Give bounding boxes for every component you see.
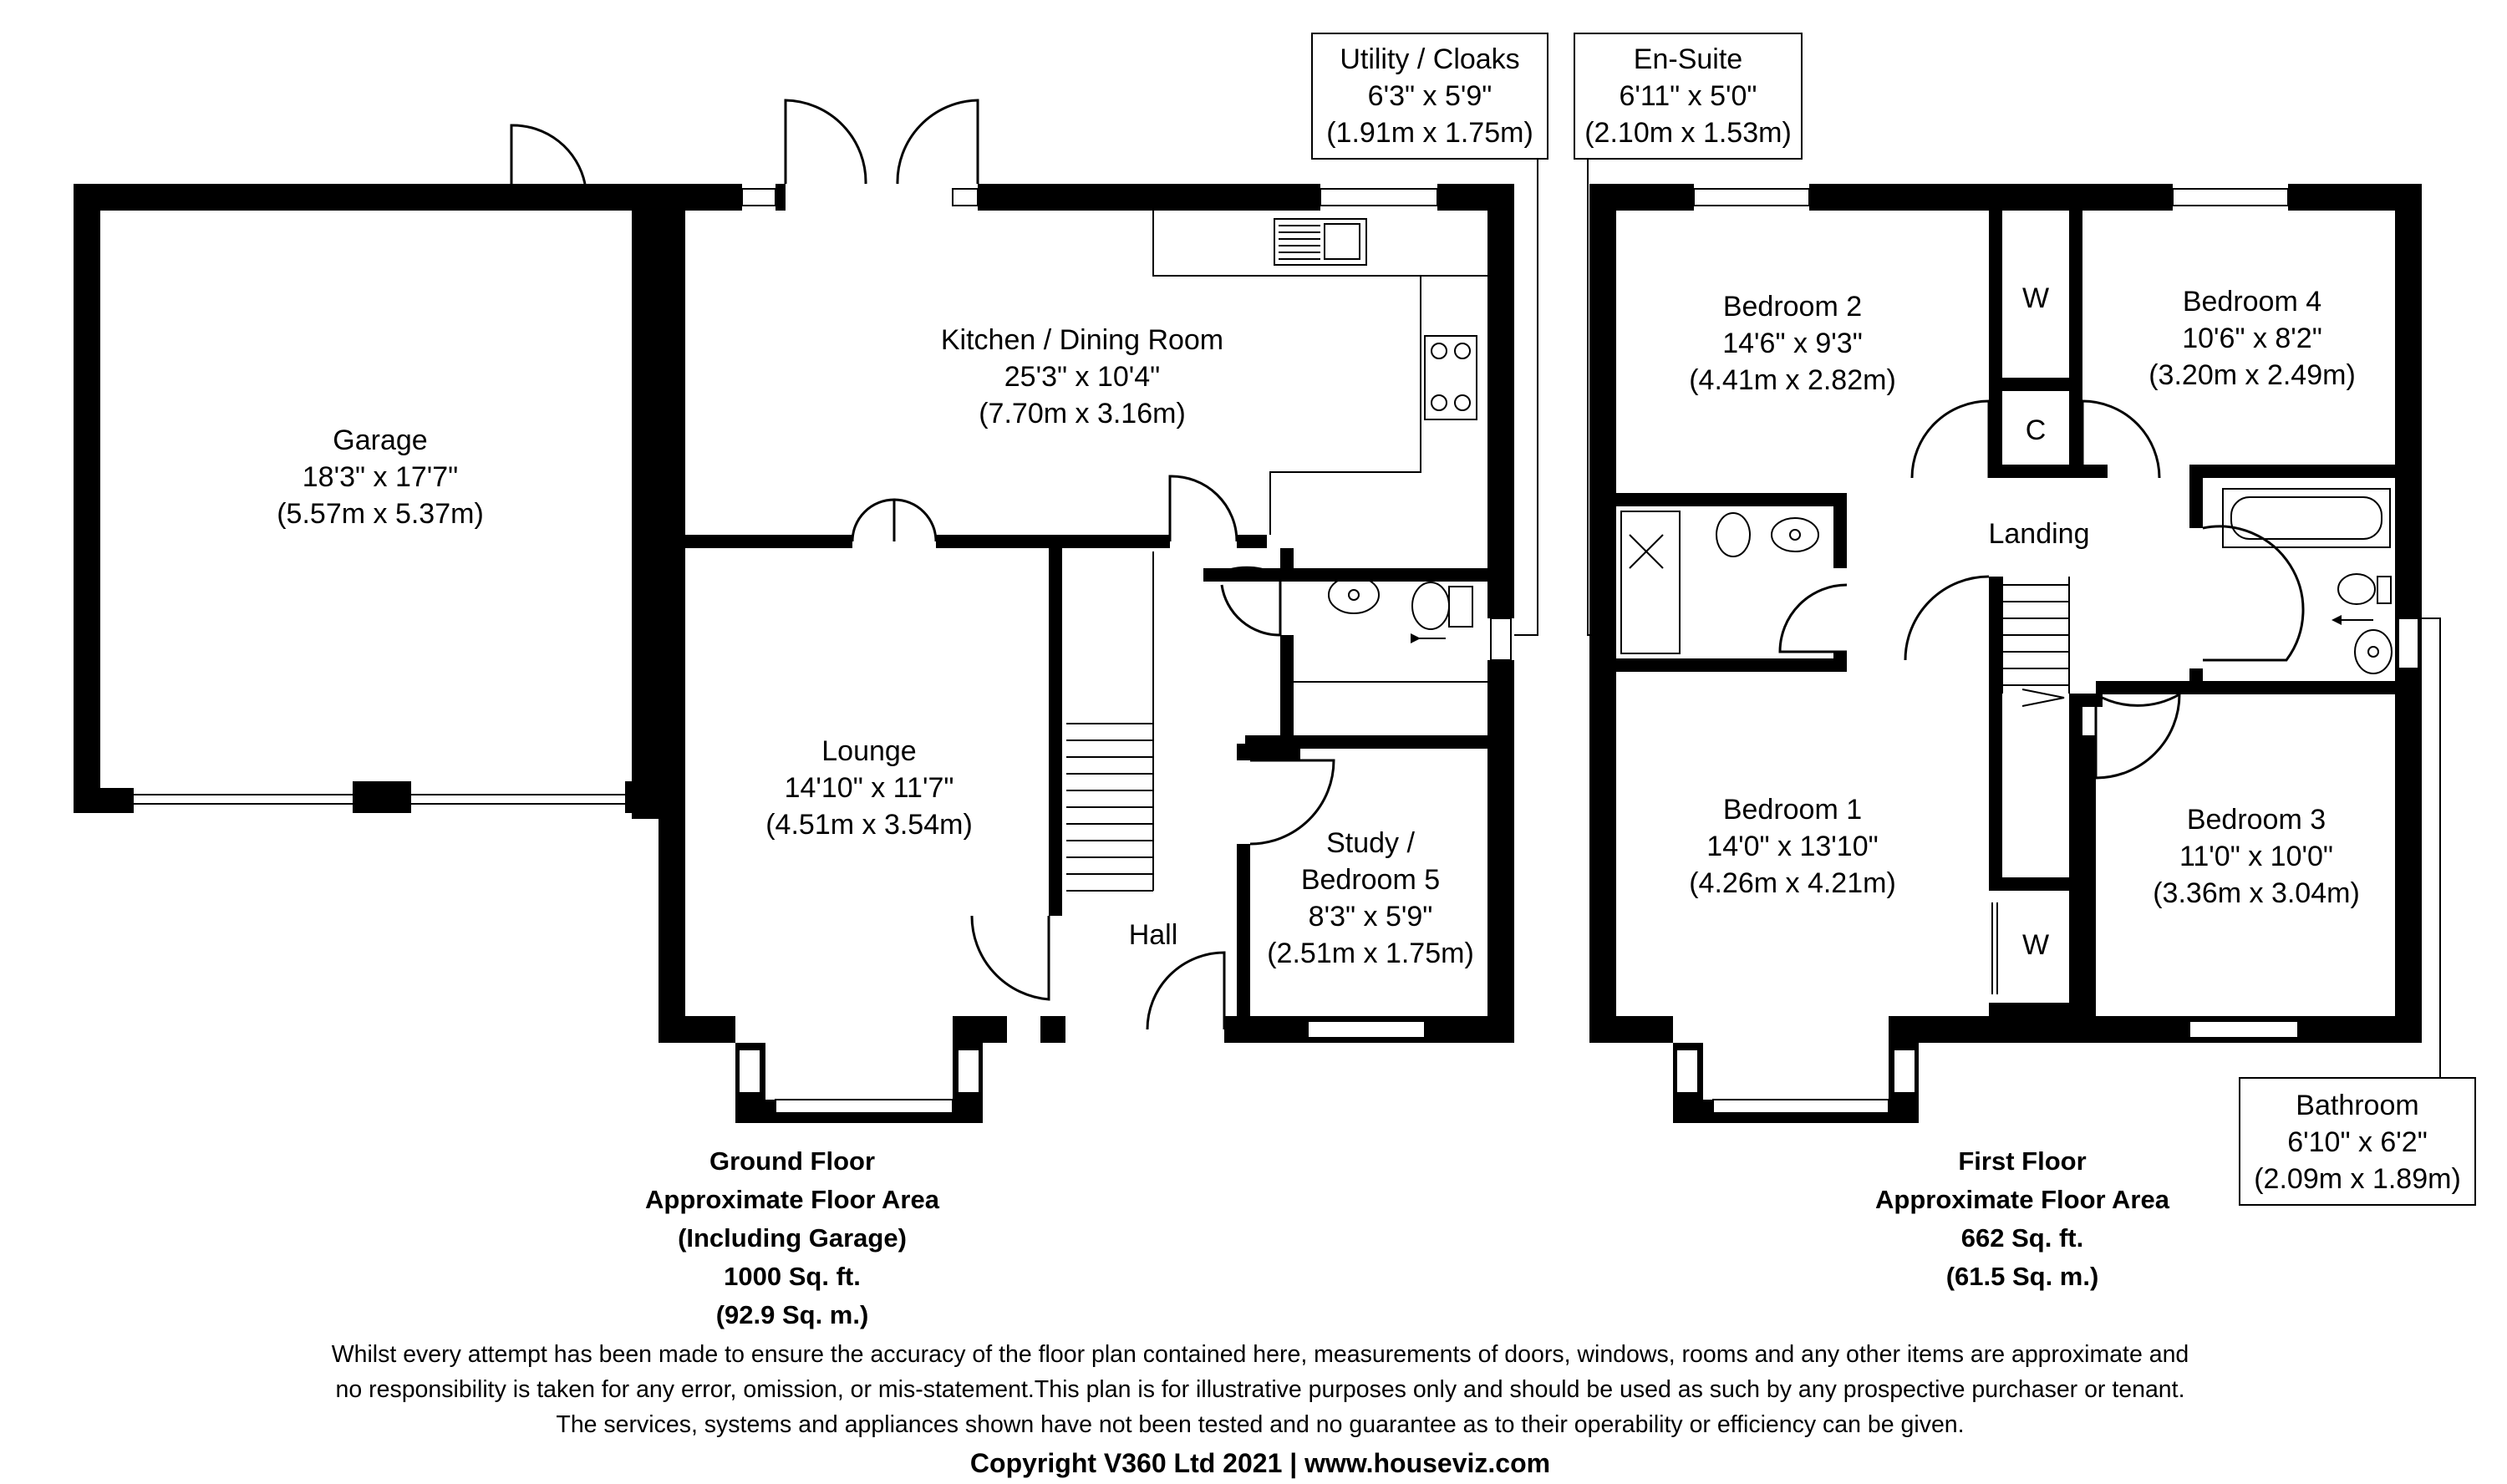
ground-floor-summary: Ground Floor Approximate Floor Area (Inc… <box>645 1146 940 1329</box>
bedroom2-name: Bedroom 2 <box>1723 291 1862 323</box>
ground-floor-stairs <box>1066 551 1154 892</box>
first-floor-internal-walls <box>1616 211 2395 1016</box>
bedroom3-imperial: 11'0" x 10'0" <box>2179 841 2333 872</box>
bathroom-fittings <box>2222 488 2393 674</box>
ground-floor-plan <box>74 33 1548 1123</box>
disclaimer-line1: Whilst every attempt has been made to en… <box>332 1341 2189 1368</box>
kitchen-name: Kitchen / Dining Room <box>941 324 1223 356</box>
lounge-metric: (4.51m x 3.54m) <box>765 809 973 841</box>
first-floor-stairs <box>2001 577 2070 707</box>
bathroom-label-box <box>2239 617 2476 1206</box>
bedroom1-imperial: 14'0" x 13'10" <box>1706 831 1878 862</box>
ground-summary-line4: 1000 Sq. ft. <box>724 1262 861 1291</box>
ground-floor-doors <box>510 99 1335 1030</box>
ground-summary-line3: (Including Garage) <box>678 1223 907 1253</box>
utility-fittings <box>1294 576 1487 683</box>
wardrobe-upper-label: W <box>2022 282 2049 314</box>
lounge-imperial: 14'10" x 11'7" <box>785 772 954 804</box>
ground-summary-line1: Ground Floor <box>709 1146 875 1176</box>
bedroom4-name: Bedroom 4 <box>2183 286 2321 318</box>
bedroom3-metric: (3.36m x 3.04m) <box>2153 877 2360 909</box>
utility-label-box <box>1311 33 1548 636</box>
utility-imperial: 6'3" x 5'9" <box>1368 80 1493 112</box>
garage-walls <box>74 184 742 819</box>
hall-name: Hall <box>1129 919 1178 951</box>
study-name-line1: Study / <box>1326 827 1415 859</box>
study-metric: (2.51m x 1.75m) <box>1267 938 1474 969</box>
cupboard-label: C <box>2026 414 2047 446</box>
first-floor-walls <box>1589 184 2422 1123</box>
ensuite-imperial: 6'11" x 5'0" <box>1619 80 1757 112</box>
wardrobe-lower-label: W <box>2022 929 2049 961</box>
first-floor-summary: First Floor Approximate Floor Area 662 S… <box>1875 1146 2170 1291</box>
bathroom-metric: (2.09m x 1.89m) <box>2254 1163 2461 1195</box>
study-name-line2: Bedroom 5 <box>1301 864 1440 896</box>
first-summary-line2: Approximate Floor Area <box>1875 1185 2170 1214</box>
ensuite-metric: (2.10m x 1.53m) <box>1584 117 1792 149</box>
bedroom4-metric: (3.20m x 2.49m) <box>2148 359 2356 391</box>
copyright: Copyright V360 Ltd 2021 | www.houseviz.c… <box>970 1448 1550 1478</box>
ground-summary-line5: (92.9 Sq. m.) <box>716 1300 869 1329</box>
first-summary-line3: 662 Sq. ft. <box>1961 1223 2083 1253</box>
disclaimer-line3: The services, systems and appliances sho… <box>556 1411 1964 1438</box>
bathroom-name: Bathroom <box>2296 1090 2418 1121</box>
disclaimer-line2: no responsibility is taken for any error… <box>335 1376 2184 1403</box>
utility-name: Utility / Cloaks <box>1340 43 1519 75</box>
garage-imperial: 18'3" x 17'7" <box>303 461 458 493</box>
ensuite-name: En-Suite <box>1634 43 1742 75</box>
bedroom3-name: Bedroom 3 <box>2187 804 2326 836</box>
bedroom4-imperial: 10'6" x 8'2" <box>2182 323 2322 354</box>
first-summary-line4: (61.5 Sq. m.) <box>1946 1262 2099 1291</box>
disclaimer: Whilst every attempt has been made to en… <box>332 1341 2189 1438</box>
ensuite-label-box <box>1574 33 1803 636</box>
bedroom1-name: Bedroom 1 <box>1723 794 1862 826</box>
garage-name: Garage <box>333 424 427 456</box>
ground-floor-windows <box>738 188 1512 1114</box>
ground-summary-line2: Approximate Floor Area <box>645 1185 940 1214</box>
kitchen-imperial: 25'3" x 10'4" <box>1004 361 1160 393</box>
first-floor-plan <box>1574 33 2476 1206</box>
first-summary-line1: First Floor <box>1958 1146 2086 1176</box>
ensuite-fittings <box>1620 511 1819 654</box>
landing-name: Landing <box>1988 518 2089 550</box>
study-imperial: 8'3" x 5'9" <box>1309 901 1433 933</box>
ground-floor-internal-walls <box>685 535 1487 1016</box>
room-labels: Garage 18'3" x 17'7" (5.57m x 5.37m) Kit… <box>277 43 2461 1195</box>
bathroom-imperial: 6'10" x 6'2" <box>2287 1126 2428 1158</box>
utility-metric: (1.91m x 1.75m) <box>1326 117 1533 149</box>
first-floor-windows <box>1676 188 2419 1114</box>
kitchen-worktops <box>1152 211 1487 535</box>
lounge-name: Lounge <box>821 735 916 767</box>
bedroom1-metric: (4.26m x 4.21m) <box>1689 867 1896 899</box>
kitchen-metric: (7.70m x 3.16m) <box>979 398 1186 429</box>
bedroom2-metric: (4.41m x 2.82m) <box>1689 364 1896 396</box>
garage-metric: (5.57m x 5.37m) <box>277 498 484 530</box>
bedroom2-imperial: 14'6" x 9'3" <box>1722 328 1863 359</box>
